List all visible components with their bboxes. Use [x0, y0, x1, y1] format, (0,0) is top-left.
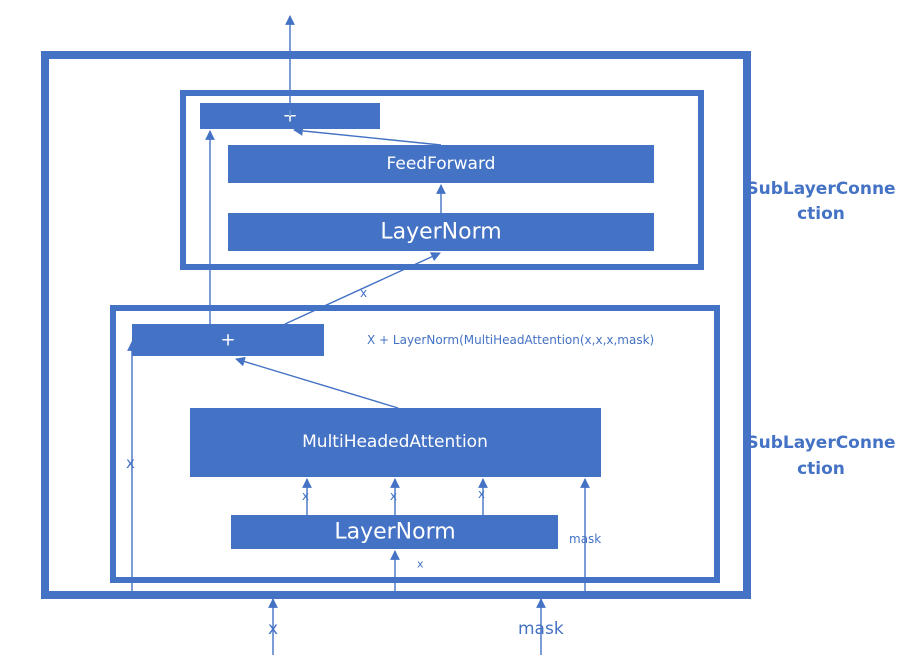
attn-input-x-label-1: x	[302, 489, 309, 503]
upper-side-label-line1: SubLayerConne	[746, 179, 895, 199]
lower-add-label: +	[220, 330, 235, 351]
lower-side-label-line2: ction	[797, 459, 845, 479]
upper-sublayer-frame	[180, 90, 704, 270]
upper-layernorm-label: LayerNorm	[380, 220, 501, 245]
residual-x-label: x	[126, 454, 135, 472]
input-mask-label: mask	[518, 619, 564, 639]
formula-label: X + LayerNorm(MultiHeadAttention(x,x,x,m…	[367, 333, 654, 347]
input-x-label: x	[268, 619, 278, 639]
mask-inner-label: mask	[569, 532, 601, 546]
attention-box	[190, 408, 601, 477]
attn-input-x-label-3: x	[478, 487, 485, 501]
feedforward-label: FeedForward	[387, 154, 496, 174]
between-x-label: x	[360, 286, 367, 300]
lower-add-to-upper-layernorm-arrow	[284, 252, 441, 325]
lower-layernorm-box	[231, 515, 558, 549]
outer-frame	[41, 51, 751, 599]
lower-sublayer-frame	[110, 305, 720, 583]
lower-add-box	[132, 324, 324, 356]
lower-side-label-line1: SubLayerConne	[746, 433, 895, 453]
attention-label: MultiHeadedAttention	[302, 432, 488, 452]
upper-layernorm-box	[228, 213, 654, 251]
feedforward-box	[228, 145, 654, 183]
attn-input-x-label-2: x	[390, 489, 397, 503]
layernorm-input-x-label: x	[417, 558, 424, 571]
upper-side-label-line2: ction	[797, 204, 845, 224]
lower-layernorm-label: LayerNorm	[334, 520, 455, 545]
attention-to-add-arrow	[235, 356, 399, 409]
feedforward-to-add-arrow	[293, 126, 442, 146]
